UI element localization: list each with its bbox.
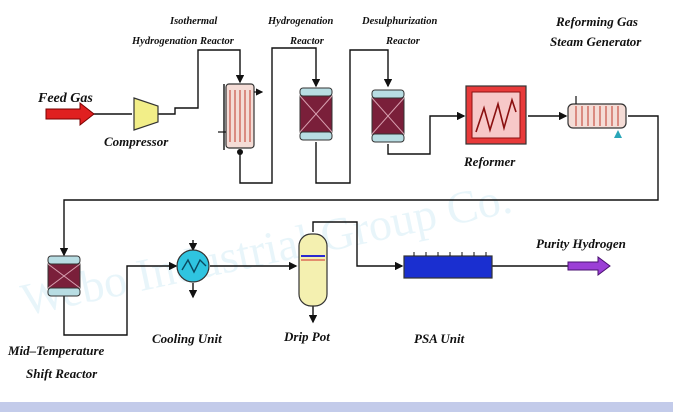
pipe-steam-midtemp — [59, 115, 659, 257]
label-compressor: Compressor — [104, 134, 169, 149]
label-drip-pot: Drip Pot — [283, 329, 330, 344]
label-reforming-2: Steam Generator — [550, 34, 642, 49]
pipe-midtemp-cooler — [63, 261, 178, 336]
bottom-band — [0, 402, 673, 412]
steam-generator-icon — [567, 96, 627, 138]
label-purity-hydrogen: Purity Hydrogen — [536, 236, 626, 251]
label-feed-gas: Feed Gas — [37, 91, 93, 106]
pipe-to-hydro-top — [271, 47, 321, 130]
compressor-icon — [133, 97, 159, 131]
desulphurization-reactor-icon — [371, 89, 405, 143]
drip-pot-icon — [298, 233, 328, 307]
mid-temp-shift-reactor-icon — [47, 255, 81, 297]
label-desulph-2: Reactor — [385, 36, 421, 47]
pipe-compressor-isothermal — [158, 49, 245, 115]
pipes — [59, 47, 659, 336]
watermark: Webo Industrial Group Co. — [17, 172, 516, 326]
pipe-iso-hydro — [239, 130, 273, 184]
label-hydro-1: Hydrogenation — [267, 16, 333, 27]
hydrogenation-reactor-icon — [299, 87, 333, 141]
pipe-desulph-reformer — [387, 111, 466, 155]
label-isothermal-2: Hydrogenation Reactor — [131, 36, 235, 47]
label-mid-temp-1: Mid–Temperature — [7, 343, 105, 358]
label-hydro-2: Reactor — [289, 36, 325, 47]
psa-unit-icon — [403, 252, 493, 279]
pipe-hydro-desulph — [315, 49, 393, 184]
label-psa-unit: PSA Unit — [414, 331, 465, 346]
label-reforming-1: Reforming Gas — [555, 14, 638, 29]
cooling-unit-icon — [176, 249, 210, 283]
label-cooling-unit: Cooling Unit — [152, 331, 222, 346]
label-desulph-1: Desulphurization — [361, 16, 437, 27]
label-reformer: Reformer — [463, 154, 516, 169]
pipe-drippot-psa — [312, 221, 404, 271]
purity-hydrogen-arrow — [567, 256, 611, 276]
feed-gas-arrow — [45, 101, 95, 127]
label-mid-temp-2: Shift Reactor — [26, 366, 98, 381]
reformer-icon — [465, 85, 527, 145]
isothermal-reactor-icon — [218, 83, 264, 155]
label-isothermal-1: Isothermal — [169, 16, 217, 27]
